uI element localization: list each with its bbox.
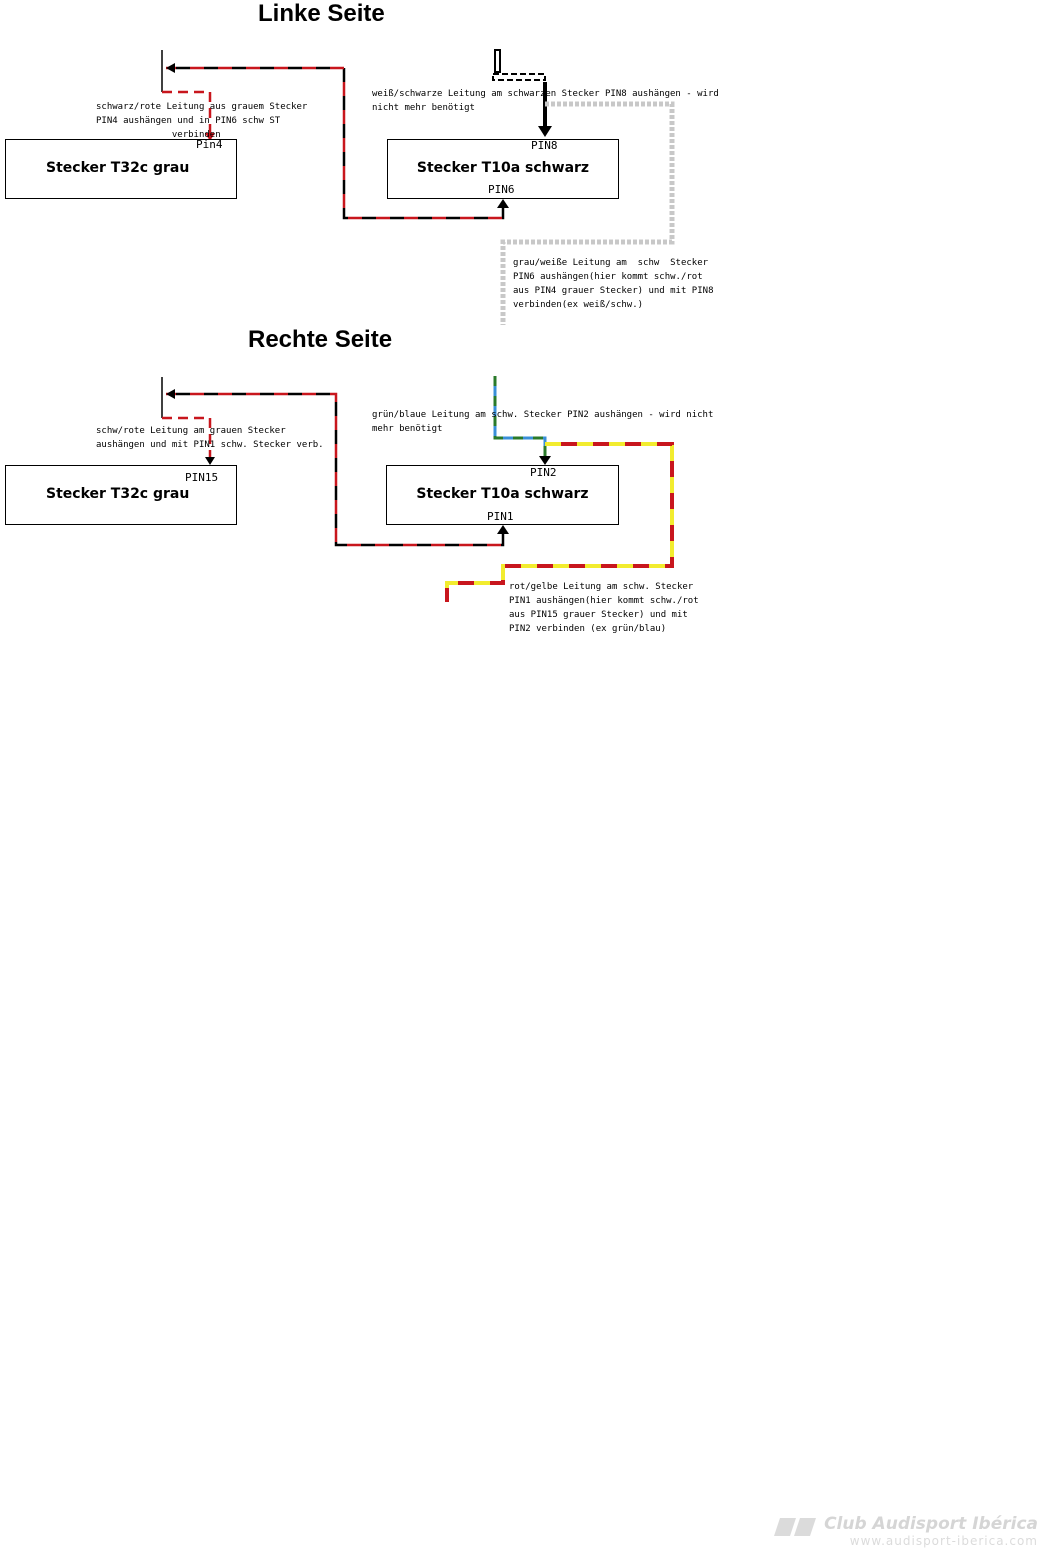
right-arrow-head xyxy=(166,389,175,399)
left-red-drop-wire xyxy=(162,90,212,134)
audisport-logo-icon xyxy=(774,1518,817,1536)
right-note-top: grün/blaue Leitung am schw. Stecker PIN2… xyxy=(372,410,714,434)
watermark: Club Audisport Ibérica www.audisport-ibe… xyxy=(774,1514,1038,1548)
left-grey-white-wire xyxy=(500,101,675,325)
watermark-url: www.audisport-iberica.com xyxy=(849,1534,1038,1548)
left-black-connector-label: Stecker T10a schwarz xyxy=(416,160,590,176)
right-black-pin-top: PIN2 xyxy=(530,466,557,479)
left-pin6-arrow xyxy=(497,199,509,208)
right-grey-pin: PIN15 xyxy=(185,471,219,484)
right-grey-connector: Stecker T32c grau xyxy=(5,465,237,525)
right-note-bottom: rot/gelbe Leitung am schw. Stecker PIN1 … xyxy=(509,582,699,634)
left-removed-wire-bar xyxy=(492,73,546,81)
left-note-bottom: grau/weiße Leitung am schw Stecker PIN6 … xyxy=(513,258,714,310)
right-note-grey: schw/rote Leitung am grauen Stecker aush… xyxy=(96,426,324,450)
right-section-title: Rechte Seite xyxy=(248,326,393,353)
left-arrow-head xyxy=(166,63,175,73)
left-black-pin-top: PIN8 xyxy=(531,139,558,152)
left-note-grey: schwarz/rote Leitung aus grauem Stecker … xyxy=(96,102,308,140)
left-grey-connector: Stecker T32c grau xyxy=(5,139,237,199)
wiring-diagram xyxy=(161,49,675,602)
left-section-title: Linke Seite xyxy=(258,0,385,27)
right-pin15-arrow xyxy=(205,457,215,465)
left-black-pin-bottom: PIN6 xyxy=(488,183,515,196)
left-black-red-wire xyxy=(166,66,505,220)
watermark-name: Club Audisport Ibérica xyxy=(824,1514,1038,1534)
left-grey-connector-label: Stecker T32c grau xyxy=(46,160,190,176)
right-black-pin-bottom: PIN1 xyxy=(487,510,514,523)
left-removed-wire-stub xyxy=(494,49,501,73)
left-pin8-arrow xyxy=(538,126,552,137)
right-green-blue-wire xyxy=(493,376,547,458)
right-pin1-arrow xyxy=(497,525,509,534)
left-note-top: weiß/schwarze Leitung am schwarzen Steck… xyxy=(372,89,719,113)
right-grey-connector-label: Stecker T32c grau xyxy=(46,486,190,502)
right-red-yellow-wire xyxy=(445,442,674,602)
right-black-red-wire xyxy=(166,392,505,547)
left-black-connector: Stecker T10a schwarz xyxy=(387,139,619,199)
left-grey-pin: Pin4 xyxy=(196,138,223,151)
right-red-drop-wire xyxy=(162,416,212,458)
right-pin2-arrow xyxy=(539,456,551,465)
right-black-connector-label: Stecker T10a schwarz xyxy=(416,486,589,502)
right-black-connector: Stecker T10a schwarz xyxy=(386,465,619,525)
left-pin4-arrow xyxy=(205,133,215,141)
